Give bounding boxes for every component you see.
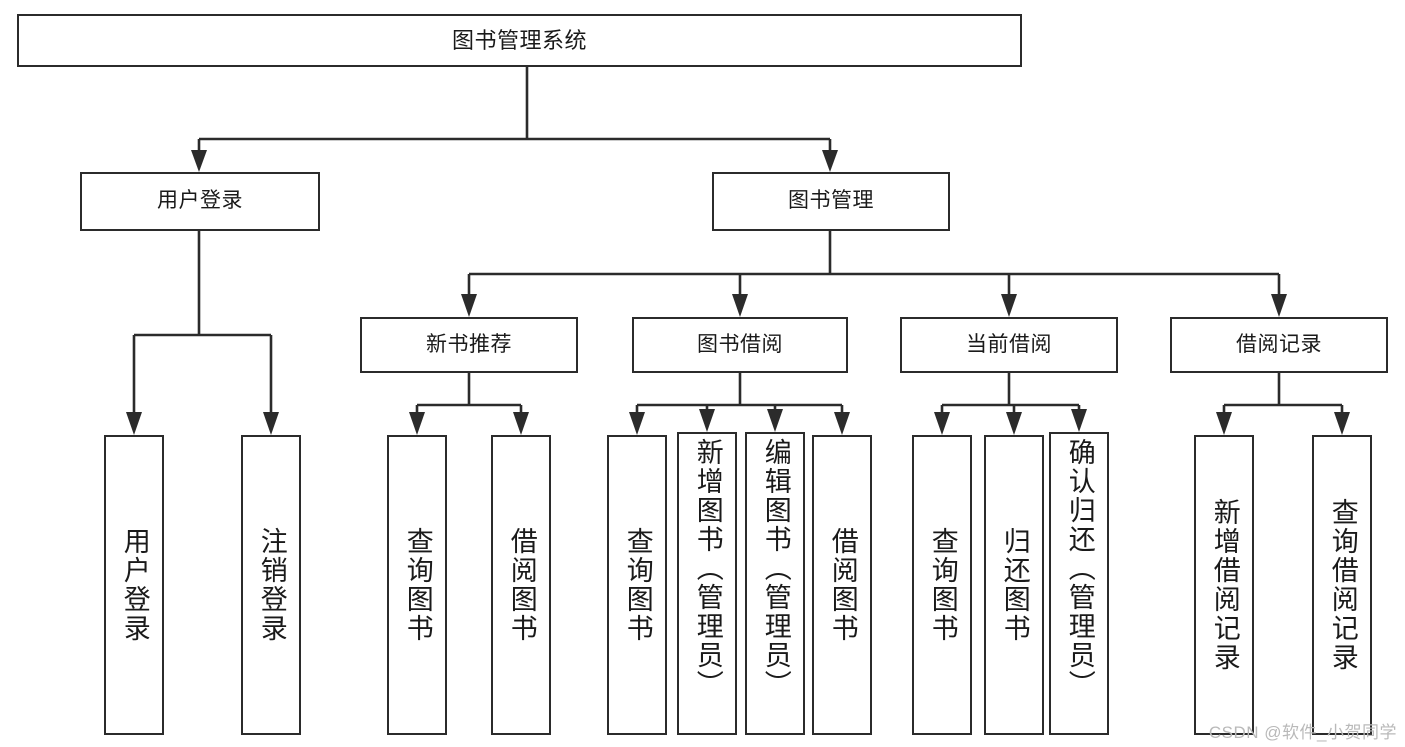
- node-label: 查询图书: [402, 527, 433, 643]
- node-label: 查询借阅记录: [1327, 498, 1358, 672]
- node-label: 借阅图书: [827, 527, 858, 643]
- leaf-query-borrow-record[interactable]: 查询借阅记录: [1312, 435, 1372, 735]
- node-label: 归还图书: [999, 527, 1030, 643]
- node-current-borrow[interactable]: 当前借阅: [900, 317, 1118, 373]
- node-label: 确认归还（管理员）: [1064, 438, 1095, 699]
- leaf-query-book-current[interactable]: 查询图书: [912, 435, 972, 735]
- node-label: 图书管理: [788, 189, 874, 213]
- node-label: 查询图书: [927, 527, 958, 643]
- arrowhead-currentborrow-leaf2: [1006, 412, 1022, 435]
- leaf-confirm-return-admin[interactable]: 确认归还（管理员）: [1049, 432, 1109, 735]
- leaf-add-borrow-record[interactable]: 新增借阅记录: [1194, 435, 1254, 735]
- arrowhead-bookborrow-leaf4: [834, 412, 850, 435]
- leaf-borrow-book[interactable]: 借阅图书: [812, 435, 872, 735]
- arrowhead-newbook-leaf2: [513, 412, 529, 435]
- node-label: 当前借阅: [966, 332, 1052, 356]
- node-new-book-recommend[interactable]: 新书推荐: [360, 317, 578, 373]
- leaf-return-book[interactable]: 归还图书: [984, 435, 1044, 735]
- arrowhead-userlogin: [191, 150, 207, 172]
- leaf-logout[interactable]: 注销登录: [241, 435, 301, 735]
- node-user-login[interactable]: 用户登录: [80, 172, 320, 231]
- node-label: 用户登录: [119, 527, 150, 643]
- node-borrow-record[interactable]: 借阅记录: [1170, 317, 1388, 373]
- arrowhead-leaf-user-login: [126, 412, 142, 435]
- node-label: 新增借阅记录: [1209, 498, 1240, 672]
- leaf-user-login[interactable]: 用户登录: [104, 435, 164, 735]
- node-label: 借阅图书: [506, 527, 537, 643]
- node-label: 新书推荐: [426, 332, 512, 356]
- arrowhead-currentborrow: [1001, 294, 1017, 317]
- arrowhead-currentborrow-leaf3: [1071, 409, 1087, 432]
- leaf-query-book-borrow[interactable]: 查询图书: [607, 435, 667, 735]
- arrowhead-bookborrow-leaf2: [699, 409, 715, 432]
- arrowhead-bookborrow: [732, 294, 748, 317]
- node-label: 查询图书: [622, 527, 653, 643]
- leaf-edit-book-admin[interactable]: 编辑图书（管理员）: [745, 432, 805, 735]
- arrowhead-newbook: [461, 294, 477, 317]
- node-book-borrow[interactable]: 图书借阅: [632, 317, 848, 373]
- node-book-management[interactable]: 图书管理: [712, 172, 950, 231]
- arrowhead-currentborrow-leaf1: [934, 412, 950, 435]
- leaf-borrow-book-recommend[interactable]: 借阅图书: [491, 435, 551, 735]
- arrowhead-borrowrecord-leaf2: [1334, 412, 1350, 435]
- arrowhead-bookmgmt: [822, 150, 838, 172]
- node-label: 用户登录: [157, 189, 243, 213]
- node-label: 借阅记录: [1236, 332, 1322, 356]
- arrowhead-bookborrow-leaf3: [767, 409, 783, 432]
- node-label: 图书借阅: [697, 332, 783, 356]
- arrowhead-newbook-leaf1: [409, 412, 425, 435]
- node-label: 图书管理系统: [451, 27, 587, 53]
- node-system-root[interactable]: 图书管理系统: [17, 14, 1022, 67]
- node-label: 注销登录: [256, 527, 287, 643]
- csdn-watermark: CSDN @软件_小贺同学: [1208, 723, 1397, 742]
- node-label: 编辑图书（管理员）: [760, 438, 791, 699]
- arrowhead-borrowrecord-leaf1: [1216, 412, 1232, 435]
- node-label: 新增图书（管理员）: [692, 438, 723, 699]
- leaf-query-book-recommend[interactable]: 查询图书: [387, 435, 447, 735]
- arrowhead-bookborrow-leaf1: [629, 412, 645, 435]
- leaf-add-book-admin[interactable]: 新增图书（管理员）: [677, 432, 737, 735]
- arrowhead-leaf-logout: [263, 412, 279, 435]
- arrowhead-borrowrecord: [1271, 294, 1287, 317]
